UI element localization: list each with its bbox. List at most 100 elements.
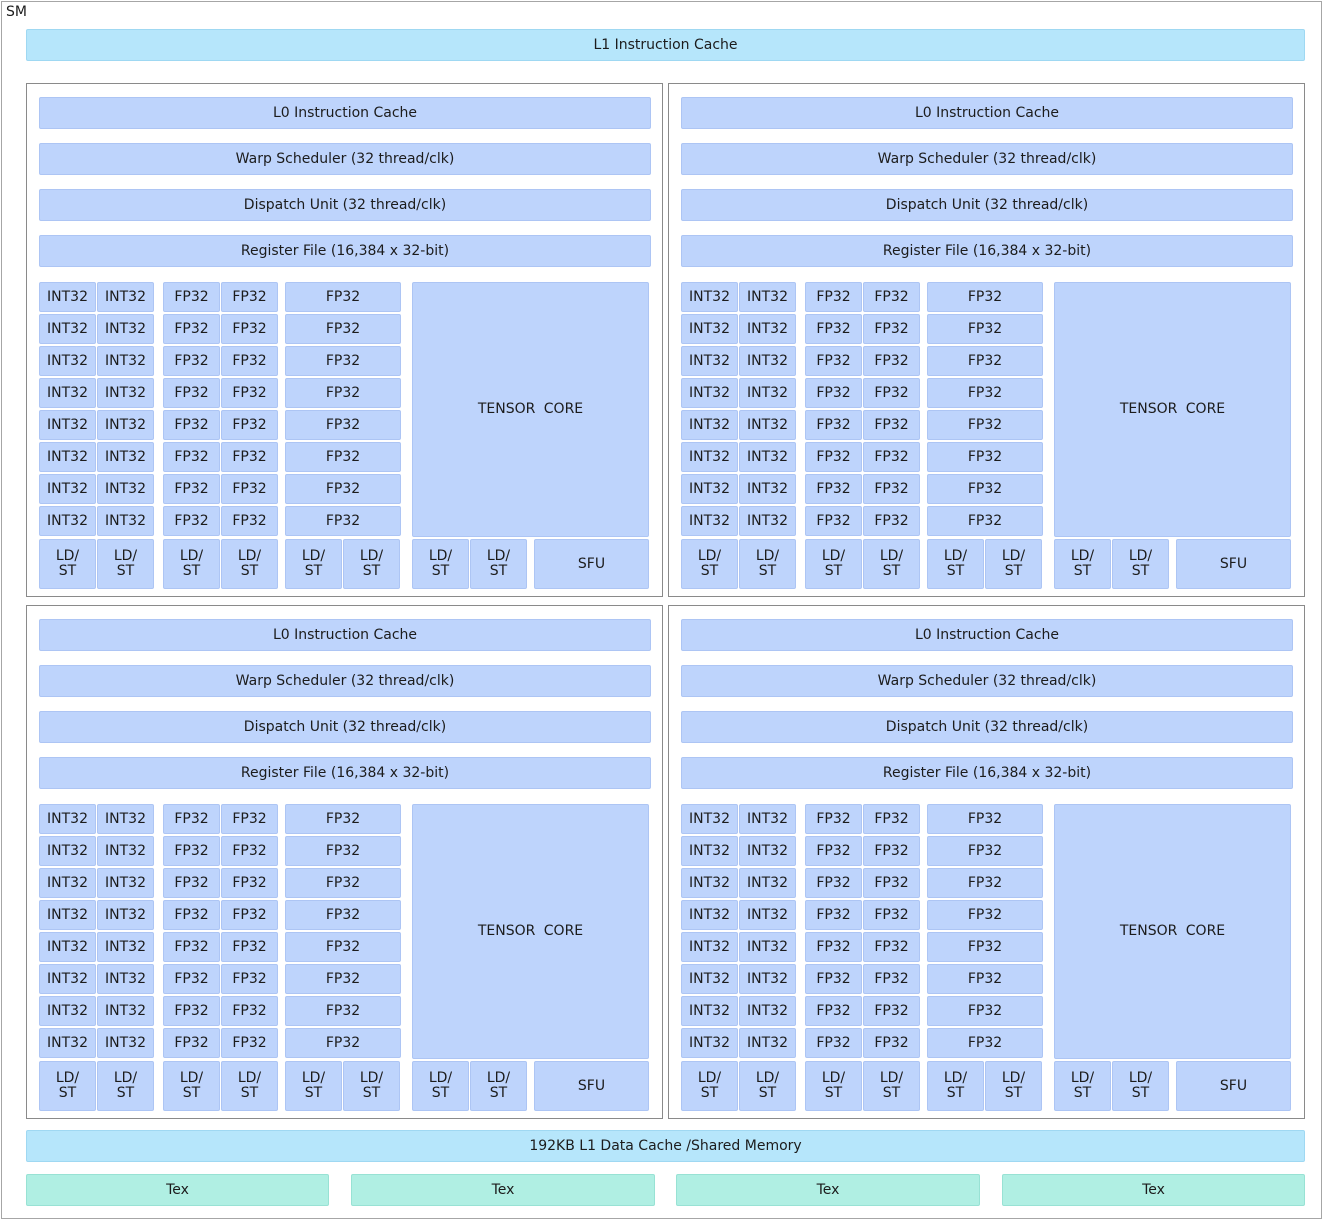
fp32-unit: FP32 <box>805 964 862 994</box>
tex-unit: Tex <box>1002 1174 1305 1206</box>
int32-unit: INT32 <box>739 474 796 504</box>
fp32-unit: FP32 <box>863 378 920 408</box>
fp32-unit: FP32 <box>805 900 862 930</box>
warp-scheduler: Warp Scheduler (32 thread/clk) <box>681 665 1293 697</box>
tensor-core: TENSOR CORE <box>1054 804 1291 1059</box>
int32-unit: INT32 <box>39 804 96 834</box>
fp32-unit: FP32 <box>221 1028 278 1058</box>
int32-unit: INT32 <box>739 314 796 344</box>
int32-unit: INT32 <box>97 900 154 930</box>
fp32-unit: FP32 <box>163 282 220 312</box>
register-file: Register File (16,384 x 32-bit) <box>39 235 651 267</box>
int32-unit: INT32 <box>97 804 154 834</box>
tex-unit: Tex <box>351 1174 655 1206</box>
fp32-unit: FP32 <box>805 282 862 312</box>
warp-scheduler: Warp Scheduler (32 thread/clk) <box>39 143 651 175</box>
l0-instruction-cache: L0 Instruction Cache <box>39 619 651 651</box>
fp32-unit: FP32 <box>863 804 920 834</box>
fp32-unit: FP32 <box>805 442 862 472</box>
fp32-unit: FP32 <box>927 506 1043 536</box>
fp32-unit: FP32 <box>285 506 401 536</box>
fp32-unit: FP32 <box>163 346 220 376</box>
ld-st-unit: LD/ ST <box>285 539 342 589</box>
fp32-unit: FP32 <box>221 282 278 312</box>
int32-unit: INT32 <box>681 474 738 504</box>
fp32-unit: FP32 <box>805 804 862 834</box>
dispatch-unit: Dispatch Unit (32 thread/clk) <box>681 189 1293 221</box>
fp32-unit: FP32 <box>805 474 862 504</box>
fp32-unit: FP32 <box>863 410 920 440</box>
fp32-unit: FP32 <box>927 868 1043 898</box>
fp32-unit: FP32 <box>927 1028 1043 1058</box>
l0-instruction-cache: L0 Instruction Cache <box>39 97 651 129</box>
int32-unit: INT32 <box>739 964 796 994</box>
fp32-unit: FP32 <box>285 474 401 504</box>
l0-instruction-cache: L0 Instruction Cache <box>681 619 1293 651</box>
ld-st-unit: LD/ ST <box>221 1061 278 1111</box>
fp32-unit: FP32 <box>863 282 920 312</box>
fp32-unit: FP32 <box>163 410 220 440</box>
ld-st-unit: LD/ ST <box>681 539 738 589</box>
ld-st-unit: LD/ ST <box>1112 1061 1169 1111</box>
ld-st-unit: LD/ ST <box>470 539 527 589</box>
int32-unit: INT32 <box>97 314 154 344</box>
sfu-unit: SFU <box>1176 539 1291 589</box>
dispatch-unit: Dispatch Unit (32 thread/clk) <box>681 711 1293 743</box>
fp32-unit: FP32 <box>805 932 862 962</box>
ld-st-unit: LD/ ST <box>221 539 278 589</box>
fp32-unit: FP32 <box>863 314 920 344</box>
int32-unit: INT32 <box>39 506 96 536</box>
fp32-unit: FP32 <box>285 1028 401 1058</box>
tensor-core: TENSOR CORE <box>412 282 649 537</box>
fp32-unit: FP32 <box>221 836 278 866</box>
int32-unit: INT32 <box>39 474 96 504</box>
fp32-unit: FP32 <box>927 474 1043 504</box>
fp32-unit: FP32 <box>163 900 220 930</box>
int32-unit: INT32 <box>97 964 154 994</box>
ld-st-unit: LD/ ST <box>163 539 220 589</box>
int32-unit: INT32 <box>739 932 796 962</box>
fp32-unit: FP32 <box>863 996 920 1026</box>
int32-unit: INT32 <box>39 378 96 408</box>
fp32-unit: FP32 <box>163 1028 220 1058</box>
ld-st-unit: LD/ ST <box>97 539 154 589</box>
fp32-unit: FP32 <box>863 346 920 376</box>
fp32-unit: FP32 <box>221 346 278 376</box>
int32-unit: INT32 <box>97 506 154 536</box>
ld-st-unit: LD/ ST <box>285 1061 342 1111</box>
fp32-unit: FP32 <box>805 996 862 1026</box>
fp32-unit: FP32 <box>805 836 862 866</box>
fp32-unit: FP32 <box>863 506 920 536</box>
ld-st-unit: LD/ ST <box>1054 539 1111 589</box>
int32-unit: INT32 <box>39 900 96 930</box>
ld-st-unit: LD/ ST <box>343 1061 400 1111</box>
ld-st-unit: LD/ ST <box>39 1061 96 1111</box>
fp32-unit: FP32 <box>805 346 862 376</box>
fp32-unit: FP32 <box>863 474 920 504</box>
fp32-unit: FP32 <box>221 442 278 472</box>
fp32-unit: FP32 <box>927 836 1043 866</box>
fp32-unit: FP32 <box>863 1028 920 1058</box>
fp32-unit: FP32 <box>863 964 920 994</box>
fp32-unit: FP32 <box>163 996 220 1026</box>
ld-st-unit: LD/ ST <box>412 1061 469 1111</box>
ld-st-unit: LD/ ST <box>470 1061 527 1111</box>
int32-unit: INT32 <box>681 964 738 994</box>
fp32-unit: FP32 <box>221 996 278 1026</box>
int32-unit: INT32 <box>39 282 96 312</box>
tensor-core: TENSOR CORE <box>1054 282 1291 537</box>
fp32-unit: FP32 <box>221 804 278 834</box>
fp32-unit: FP32 <box>285 282 401 312</box>
int32-unit: INT32 <box>97 410 154 440</box>
int32-unit: INT32 <box>97 868 154 898</box>
fp32-unit: FP32 <box>163 932 220 962</box>
ld-st-unit: LD/ ST <box>927 539 984 589</box>
ld-st-unit: LD/ ST <box>985 539 1042 589</box>
int32-unit: INT32 <box>39 868 96 898</box>
fp32-unit: FP32 <box>927 932 1043 962</box>
int32-unit: INT32 <box>39 442 96 472</box>
int32-unit: INT32 <box>739 346 796 376</box>
